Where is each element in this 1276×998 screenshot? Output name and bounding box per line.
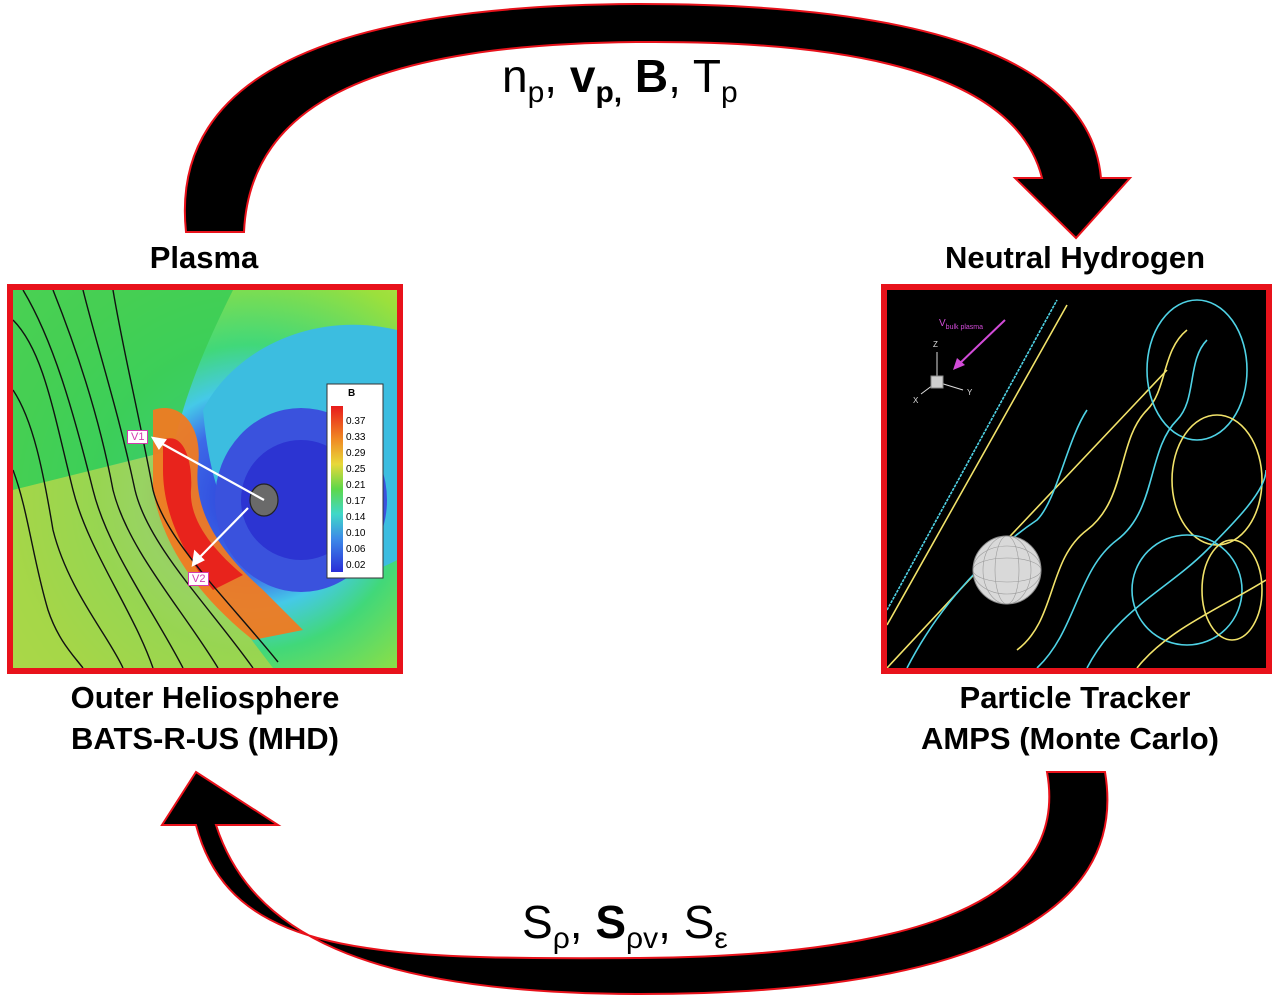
colorbar-tick: 0.10 [346, 528, 366, 539]
particle-tracker-caption: Particle Tracker [959, 680, 1191, 715]
top-formula: np, vp, B, Tp [502, 50, 738, 119]
vbulk-label: Vbulk plasma [939, 318, 983, 331]
separator: , [569, 896, 596, 948]
axis-label-y: Y [967, 388, 973, 397]
v1-label: V1 [127, 430, 149, 444]
bottom-formula: Sρ, Sρv, Sε [522, 896, 728, 965]
colorbar-tick: 0.29 [346, 448, 366, 459]
colorbar-tick: 0.17 [346, 496, 366, 507]
colorbar-tick: 0.21 [346, 480, 366, 491]
velocity-subscript: p, [595, 76, 623, 109]
temperature-symbol: T [692, 50, 721, 102]
colorbar-tick: 0.33 [346, 432, 366, 443]
v2-label: V2 [188, 572, 210, 586]
colorbar-tick: 0.14 [346, 512, 366, 523]
colorbar-tick: 0.37 [346, 416, 366, 427]
trajectory-plot [887, 290, 1266, 668]
colorbar-ticks: 0.37 0.33 0.29 0.25 0.21 0.17 0.14 0.10 … [346, 414, 365, 574]
mhd-field-plot [13, 290, 397, 668]
colorbar-title: B [348, 388, 356, 399]
mhd-simulation-panel: B 0.37 0.33 0.29 0.25 0.21 0.17 0.14 0.1… [7, 284, 403, 674]
velocity-symbol: v [569, 50, 596, 102]
density-symbol: n [502, 50, 528, 102]
energy-source-symbol: S [683, 896, 715, 948]
momentum-source-symbol: S [595, 896, 627, 948]
temperature-subscript: p [720, 76, 738, 109]
vbulk-subscript: bulk plasma [945, 324, 984, 331]
energy-source-subscript: ε [714, 922, 728, 955]
colorbar-tick: 0.02 [346, 560, 366, 571]
mass-source-symbol: S [522, 896, 553, 948]
bottom-coupling-arrow [160, 770, 1109, 996]
separator: , [668, 50, 693, 102]
density-subscript: p [527, 76, 545, 109]
plasma-title: Plasma [149, 240, 259, 275]
separator: , [544, 50, 570, 102]
axis-label-x: X [913, 396, 919, 405]
momentum-source-subscript: ρv [626, 922, 659, 955]
separator: , [658, 896, 684, 948]
top-coupling-arrow [183, 2, 1133, 240]
axis-label-z: Z [933, 340, 938, 349]
outer-heliosphere-caption: Outer Heliosphere [70, 680, 340, 715]
mass-source-subscript: ρ [552, 922, 570, 955]
vbulk-symbol: V [939, 318, 946, 329]
magnetic-field-symbol: B [634, 50, 669, 102]
amps-caption: AMPS (Monte Carlo) [921, 721, 1219, 756]
bats-r-us-caption: BATS-R-US (MHD) [70, 721, 340, 756]
neutral-hydrogen-title: Neutral Hydrogen [944, 240, 1206, 275]
colorbar-tick: 0.06 [346, 544, 366, 555]
separator [622, 50, 635, 102]
colorbar-tick: 0.25 [346, 464, 366, 475]
particle-tracker-panel: Vbulk plasma Z X Y [881, 284, 1272, 674]
